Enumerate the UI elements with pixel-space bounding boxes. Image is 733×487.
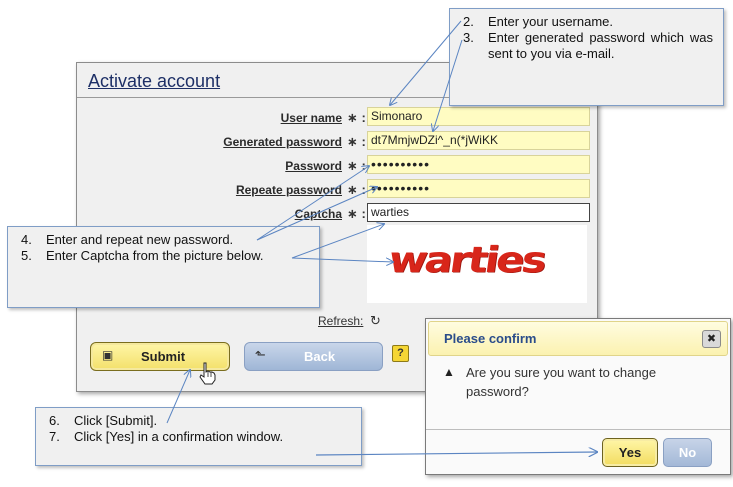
required-marker: ∗ : <box>347 134 366 149</box>
username-label: User name <box>280 111 342 125</box>
hand-cursor-icon <box>197 362 219 391</box>
panel-title: Activate account <box>88 71 221 91</box>
repeat-password-label: Repeate password <box>235 183 342 197</box>
back-button-label: Back <box>304 349 336 364</box>
refresh-icon[interactable]: ↻ <box>370 313 381 328</box>
captcha-input[interactable]: warties <box>367 203 590 222</box>
submit-button-label: Submit <box>141 349 186 364</box>
password-label: Password <box>285 159 342 173</box>
required-marker: ∗ : <box>347 110 366 125</box>
generated-password-label: Generated password <box>223 135 342 149</box>
captcha-image-text: warties <box>386 238 547 281</box>
callout-step: 3.Enter generated password which was sen… <box>463 30 713 61</box>
dialog-divider <box>426 429 730 430</box>
callout-step: 2.Enter your username. <box>463 14 614 29</box>
callout-note-steps-2-3: 2.Enter your username. 3.Enter generated… <box>449 8 724 106</box>
help-button[interactable]: ? <box>392 345 409 362</box>
back-button[interactable]: ⬑ Back <box>244 342 383 371</box>
captcha-label: Captcha <box>294 207 342 221</box>
close-icon[interactable]: ✖ <box>702 330 721 348</box>
callout-step: 7.Click [Yes] in a confirmation window. <box>49 429 284 444</box>
callout-step: 5.Enter Captcha from the picture below. <box>21 248 264 263</box>
arrow-left-icon: ⬑ <box>255 347 266 362</box>
generated-password-input[interactable]: dt7MmjwDZi^_n(*jWiKK <box>367 131 590 150</box>
callout-step: 4.Enter and repeat new password. <box>21 232 234 247</box>
title-divider <box>77 97 597 98</box>
password-input[interactable]: •••••••••• <box>367 155 590 174</box>
activate-account-panel: Activate account User name ∗ : Simonaro … <box>76 62 598 392</box>
dialog-title: Please confirm <box>444 331 537 346</box>
yes-button[interactable]: Yes <box>602 438 658 467</box>
warning-icon: ▲ <box>443 365 455 379</box>
callout-note-steps-6-7: 6.Click [Submit]. 7.Click [Yes] in a con… <box>35 407 362 466</box>
required-marker: ∗ : <box>347 158 366 173</box>
repeat-password-input[interactable]: •••••••••• <box>367 179 590 198</box>
callout-step: 6.Click [Submit]. <box>49 413 158 428</box>
save-icon: ▣ <box>102 348 114 362</box>
submit-button[interactable]: ▣ Submit <box>90 342 230 371</box>
dialog-header: Please confirm ✖ <box>428 321 728 356</box>
required-marker: ∗ : <box>347 182 366 197</box>
callout-note-steps-4-5: 4.Enter and repeat new password. 5.Enter… <box>7 226 320 308</box>
dialog-message: Are you sure you want to change password… <box>466 365 657 399</box>
username-input[interactable]: Simonaro <box>367 107 590 126</box>
no-button[interactable]: No <box>663 438 712 467</box>
refresh-captcha-link[interactable]: Refresh: <box>318 314 364 328</box>
required-marker: ∗ : <box>347 206 366 221</box>
captcha-image: warties <box>367 225 587 303</box>
confirm-dialog: Please confirm ✖ ▲ Are you sure you want… <box>425 318 731 475</box>
